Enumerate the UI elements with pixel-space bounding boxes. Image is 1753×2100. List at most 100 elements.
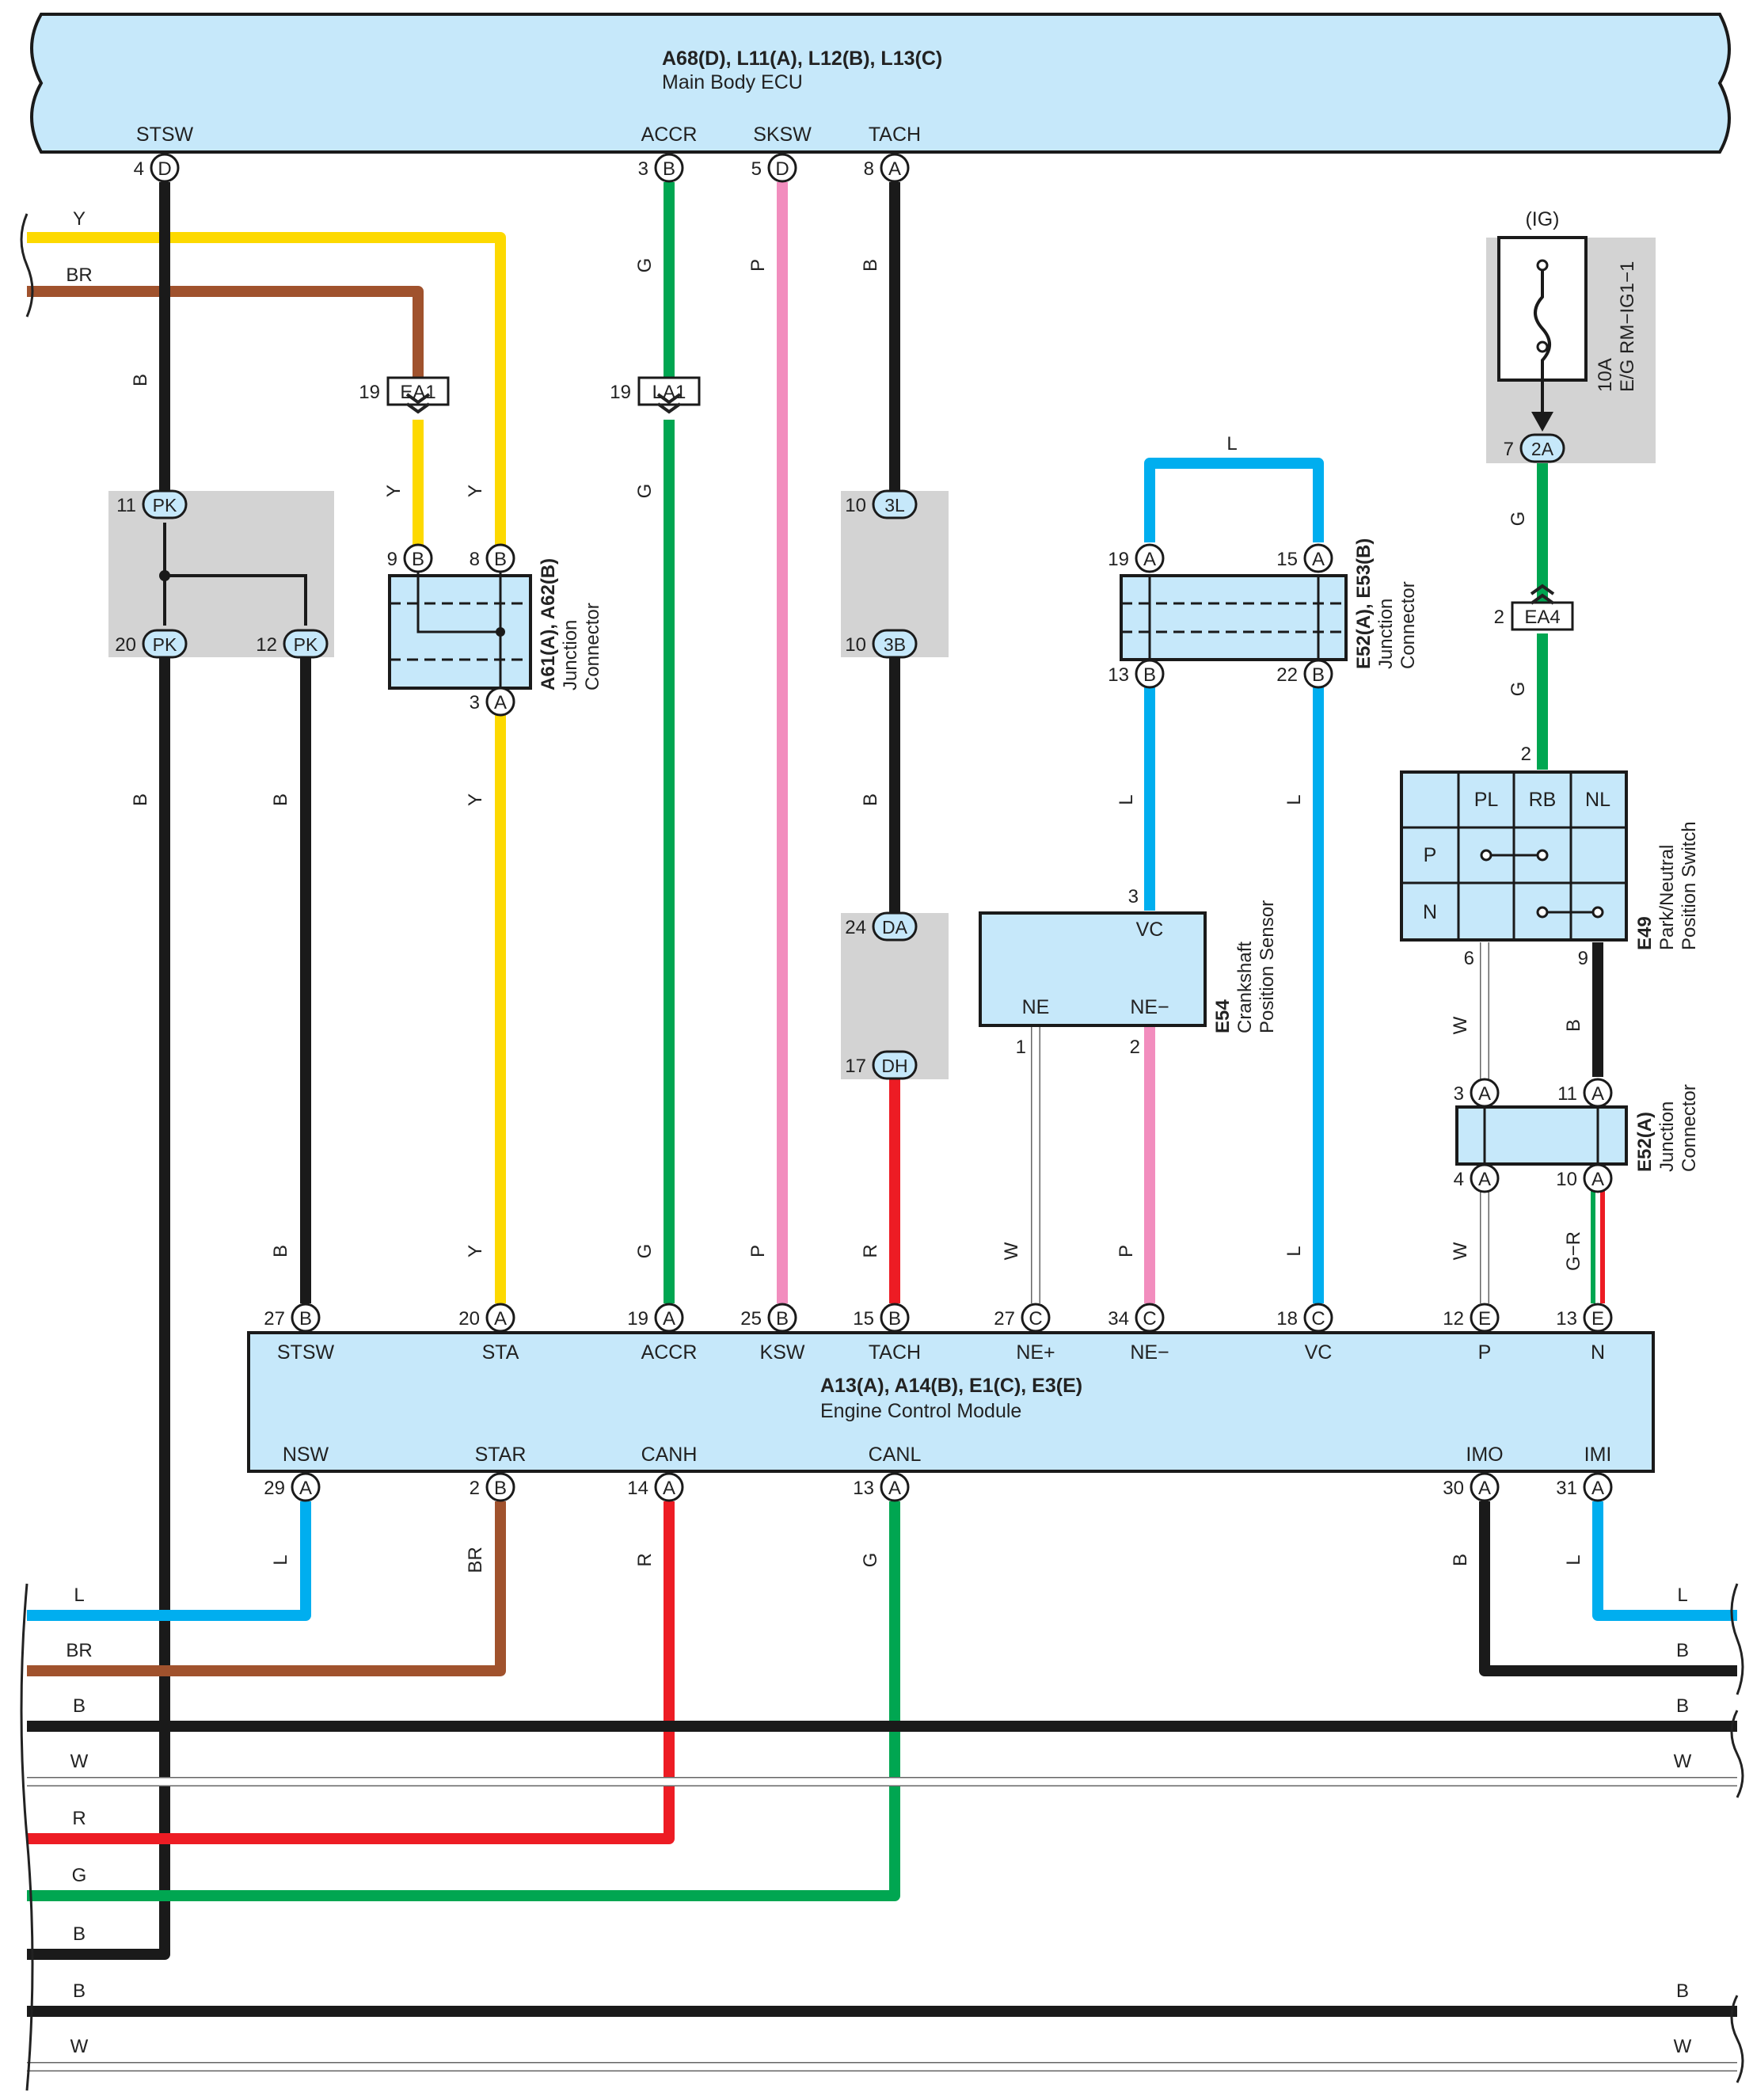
ecm-imi-pin-num: 31	[1556, 1478, 1577, 1499]
tach-splice-2-bottom-pin-num: 17	[845, 1056, 866, 1077]
e49-col-0: PL	[1474, 789, 1499, 811]
tach-splice-1-bottom-pin	[872, 629, 918, 659]
connector-la1-label: LA1	[652, 382, 686, 403]
a61-bottom-pin-num: 3	[470, 692, 480, 713]
wire-label-v-14: B	[860, 793, 881, 806]
ecm-ksw-pin-num: 25	[740, 1308, 762, 1330]
ecm-imi-pin-conn: A	[1591, 1478, 1604, 1499]
connector-ea1-pin-num: 19	[359, 382, 380, 403]
e49-line1: Park/Neutral	[1656, 845, 1678, 950]
e49-pin-right: 9	[1578, 948, 1588, 969]
ecm-terminal-tach: TACH	[869, 1341, 921, 1364]
ecm-star-pin	[485, 1472, 515, 1502]
e54-pin-vc: 3	[1128, 886, 1139, 907]
wire-y-top	[27, 232, 506, 545]
wire-br-star	[27, 1501, 506, 1676]
ecu-accr-pin-num: 3	[638, 158, 648, 180]
fuse-node-top	[1536, 259, 1549, 272]
e52-top-dashes	[1121, 602, 1346, 633]
connector-ea4-box	[1511, 601, 1574, 631]
e54-pin-ne: 1	[1016, 1037, 1026, 1058]
ecm-p-pin	[1470, 1303, 1500, 1333]
fuse-element	[1534, 265, 1551, 412]
wire-label-v-3: B	[270, 1245, 291, 1257]
wire-label-left-3: W	[70, 1751, 89, 1772]
connector-ea4-chev0	[1530, 584, 1555, 595]
e52-top-internal	[1148, 576, 1320, 660]
ecm-terminal-canl: CANL	[869, 1444, 922, 1466]
wire-label-br-top: BR	[66, 264, 92, 286]
pk-bottom-right-pin-conn: PK	[294, 634, 318, 655]
ecm-canh-pin-conn: A	[663, 1478, 675, 1499]
wire-label-v-10: G	[634, 1244, 656, 1259]
ecm-nsw-pin-conn: A	[299, 1478, 312, 1499]
a61-line1: Junction	[560, 620, 581, 690]
ecm-canl-pin	[880, 1472, 910, 1502]
ecm-nep-pin	[1021, 1303, 1051, 1333]
ecm-terminal-n: N	[1591, 1341, 1605, 1364]
pk-top-pin	[142, 489, 188, 519]
wire-label-v-8: G	[634, 258, 656, 273]
wire-label-v-31: B	[1450, 1554, 1471, 1566]
e49-row-0: P	[1424, 844, 1437, 866]
pk-bottom-right-pin-num: 12	[256, 634, 277, 656]
wire-label-v-32: L	[1563, 1554, 1584, 1565]
fuse-ig: (IG)	[1525, 208, 1559, 230]
ecm-imi-pin	[1583, 1472, 1613, 1502]
ecm-nem-pin-conn: C	[1143, 1308, 1156, 1330]
ecm-accr-pin-conn: A	[663, 1308, 675, 1330]
e52-top-bl-pin-num: 13	[1108, 664, 1129, 686]
e49-n-b	[1591, 906, 1604, 919]
wire-label-v-2: B	[270, 793, 291, 806]
ecu-accr-pin-conn: B	[663, 158, 675, 180]
wire-label-v-7: Y	[465, 1245, 486, 1257]
ecm-nep-pin-num: 27	[994, 1308, 1015, 1330]
ecu-sksw-pin-conn: D	[775, 158, 789, 180]
e52-top-br-pin-num: 22	[1276, 664, 1298, 686]
wire-label-right-2: B	[1676, 1695, 1689, 1717]
ecm-terminal-nem: NE−	[1130, 1341, 1169, 1364]
ecm-imo-pin-num: 30	[1443, 1478, 1464, 1499]
ecm-ksw-pin-conn: B	[776, 1308, 789, 1330]
connector-ea1-chev1	[405, 393, 431, 405]
tach-splice-1-top-pin-conn: 3L	[884, 495, 905, 515]
tach-splice-1-bottom-pin-conn: 3B	[884, 634, 906, 655]
e54-vc: VC	[1136, 919, 1164, 941]
ecm-sta-pin-num: 20	[458, 1308, 480, 1330]
ecm-tach-pin-num: 15	[853, 1308, 874, 1330]
ecm-terminal-stsw: STSW	[277, 1341, 335, 1364]
ecm-n-pin-num: 13	[1556, 1308, 1577, 1330]
ecu-terminal-sksw: SKSW	[753, 124, 812, 146]
wire-label-v-5: Y	[465, 485, 486, 497]
ecm-terminal-ksw: KSW	[760, 1341, 805, 1364]
wire-b-stsw-long	[27, 657, 170, 1960]
e52-top-br-pin	[1303, 659, 1333, 689]
ecm-terminal-star: STAR	[475, 1444, 527, 1466]
e52-bottom-line2: Connector	[1679, 1084, 1700, 1172]
ecm-nep-pin-conn: C	[1029, 1308, 1042, 1330]
a61-left-pin-num: 9	[387, 549, 397, 570]
ecm-terminal-vc: VC	[1305, 1341, 1333, 1364]
e52-top-br-pin-conn: B	[1312, 664, 1325, 686]
e52-top-tl-pin	[1135, 543, 1165, 573]
e54-name: E54	[1212, 999, 1234, 1033]
a61-bottom-pin-conn: A	[494, 692, 507, 713]
ecu-sksw-pin-num: 5	[751, 158, 762, 180]
ecm-vc-pin	[1303, 1303, 1333, 1333]
wire-label-left-5: G	[72, 1865, 87, 1886]
e49-row-1: N	[1423, 901, 1437, 923]
e49-col-2: NL	[1585, 789, 1610, 811]
ecm-n-pin	[1583, 1303, 1613, 1333]
ecu-terminal-tach: TACH	[869, 124, 921, 146]
wavy-top-left	[20, 213, 34, 318]
ecm-stsw-pin-conn: B	[299, 1308, 312, 1330]
tach-splice-2-top-pin-conn: DA	[882, 917, 908, 938]
wire-label-v-6: Y	[465, 793, 486, 806]
tach-splice-2-bottom-pin	[872, 1050, 918, 1080]
ecm-box	[247, 1331, 1655, 1473]
wire-label-v-19: W	[1001, 1242, 1022, 1260]
e49-p-b	[1536, 849, 1549, 862]
ecu-accr-pin	[654, 153, 684, 183]
main-body-ecu-subtitle: Main Body ECU	[662, 71, 803, 93]
